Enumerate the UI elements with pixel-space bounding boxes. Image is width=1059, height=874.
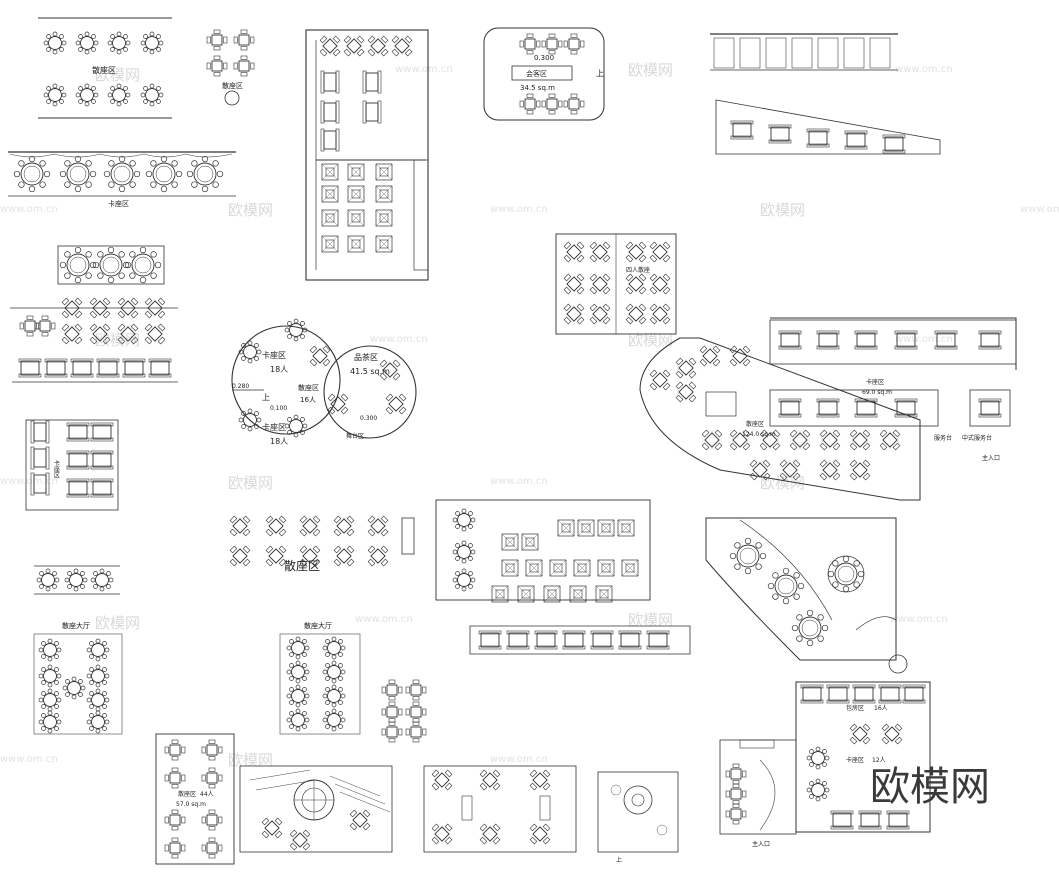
area-label: 上 [596,69,604,78]
watermark-url: www.om.cn [0,204,58,215]
watermark-logo: 欧模网 [228,474,273,492]
plan-round-booths-row: 卡座区 [8,151,236,208]
plan-square-tables-a: 散座区 [206,29,255,106]
area-count: 18人 [270,365,288,374]
elevation: 0.280 [232,383,249,390]
watermark-url: www.om.cn [0,476,58,487]
watermark-logo: 欧模网 [228,201,273,219]
watermark-logo: 欧模网 [628,331,673,349]
watermark-logo: 欧模网 [95,614,140,632]
area-label: 散座区 [178,790,196,798]
watermark-url: www.om.cn [490,476,548,487]
plan-booth-column: 卡座区 [25,419,119,511]
area-label: 上 [262,393,270,402]
watermark-url: www.om.cn [370,334,428,345]
plan-garden-lounge: 上 [597,771,679,864]
area-label: 包房区 [846,704,864,712]
watermark-url: www.om.cn [395,64,453,75]
area-count: 16人 [300,396,316,404]
area-label: 卡座区 [108,199,129,208]
elevation: 0.100 [270,405,287,412]
area-label: 会客区 [526,69,547,78]
watermark-logo: 欧模网 [628,61,673,79]
plan-mixed-tables-a [10,297,178,383]
area-label: 卡座区 [262,422,286,432]
plan-curtain-wall [710,33,898,71]
plan-round-tables-c [34,565,120,595]
plan-curved-hall [705,517,908,674]
plan-square-cluster [381,679,427,743]
area-label: 主入口 [752,840,770,848]
watermark-url: www.om.cn [0,754,58,765]
watermark-logo: 欧模网 [760,201,805,219]
plan-booth-hall [435,499,691,655]
area-size: 69.0 sq.m [862,389,892,396]
watermark-logo: 欧模网 [228,751,273,769]
area-label: 卡座区 [262,350,286,360]
area-label: 品茶区 [354,352,378,362]
watermark-layer: 欧模网 www.om.cn 欧模网 www.om.cn www.om.cn 欧模… [0,61,1059,769]
area-label: 散座区 [298,383,319,392]
area-label: 散座区 [92,65,116,75]
watermark-url: www.om.cn [895,334,953,345]
area-size: 41.5 sq.m [350,367,390,376]
watermark-logo: 欧模网 [95,331,140,349]
elevation: 0.300 [534,54,554,62]
plan-hall-b: 散座大厅 [279,621,361,735]
area-label: 散座区 [746,420,764,428]
area-label: 舞台区 [346,432,364,440]
area-label: 散座大厅 [62,621,90,630]
area-size: 34.5 sq.m [520,84,555,92]
area-label: 卡座区 [53,459,60,478]
area-label: 服务台 [934,434,952,442]
plan-angled-booths [715,99,941,155]
plan-circular-lounge: 卡座区 18人 散座区 16人 卡座区 18人 品茶区 41.5 sq.m 0.… [231,318,417,446]
watermark-url: www.om.cn [890,614,948,625]
area-label: 卡座区 [866,378,884,386]
plan-private-rooms: 包房区 16人 卡座区 12人 主入口 [719,681,931,848]
area-label: 四人散座 [626,266,650,274]
plan-four-person-grid: 四人散座 [555,233,677,335]
area-count: 12人 [872,757,886,764]
watermark-url: www.om.cn [490,754,548,765]
plan-meeting-room: 会客区 34.5 sq.m 0.300 上 [483,27,605,121]
plan-large-restaurant: 卡座区 69.0 sq.m 散座区 124.0 sq.m 服务台 中式服务台 主… [639,317,1017,501]
plan-diamond-grid [423,765,577,853]
area-label: 卡座区 [846,756,864,764]
area-label: 散座区 [222,81,243,90]
plan-lounge-bottom-left: 散座区 44人 57.0 sq.m [155,733,235,865]
watermark-url: www.om.cn [490,204,548,215]
watermark-url: www.om.cn [895,64,953,75]
elevation: 0.300 [360,415,377,422]
area-label: 散座大厅 [304,621,332,630]
area-label: 中式服务台 [962,434,992,442]
watermark-logo: 欧模网 [628,611,673,629]
area-size: 57.0 sq.m [176,801,206,808]
watermark-url: www.om.cn [355,614,413,625]
plan-lounge-strip: 散座区 [229,515,415,573]
plan-long-hall [305,29,429,281]
plan-stage-lounge [239,765,393,853]
watermark-url: www.om.cn [1020,204,1059,215]
area-count: 18人 [270,437,288,446]
brand-logo: 欧模网 [870,764,990,810]
watermark-logo: 欧模网 [95,66,140,84]
area-count: 16人 [874,705,888,712]
area-label: 散座区 [284,558,320,573]
plan-hall-a: 散座大厅 [33,621,123,735]
area-size: 124.0 sq.m [742,431,776,438]
area-label: 主入口 [982,454,1000,462]
plan-round-tables-a: 散座区 [38,17,172,119]
plan-round-tables-b [57,245,165,285]
area-count: 44人 [200,791,214,798]
area-label: 上 [616,856,622,864]
